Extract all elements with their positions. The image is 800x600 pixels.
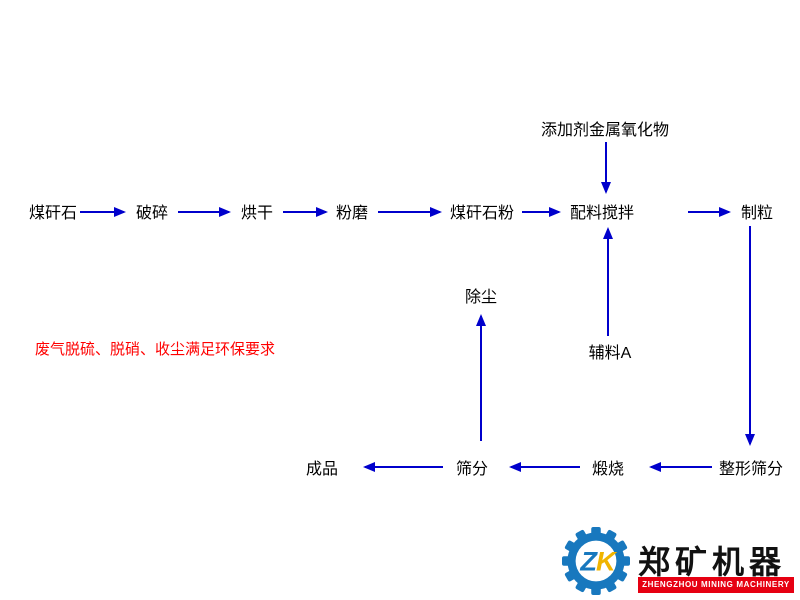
node-shaping-screening: 整形筛分 (718, 461, 784, 478)
logo-monogram-z: Z (579, 546, 598, 577)
node-dust-removal: 除尘 (464, 289, 498, 306)
company-name: 郑矿机器 (638, 544, 787, 580)
company-name-en-banner: ZHENGZHOU MINING MACHINERY (638, 577, 794, 593)
node-calcination: 煅烧 (591, 461, 625, 478)
node-drying: 烘干 (240, 205, 274, 222)
node-granulation: 制粒 (740, 205, 774, 222)
company-logo: Z K 郑矿机器 ZHENGZHOU MINING MACHINERY (560, 525, 798, 597)
node-screening: 筛分 (455, 461, 489, 478)
logo-monogram-k: K (596, 546, 618, 577)
node-mixing: 配料搅拌 (569, 205, 635, 222)
node-grinding: 粉磨 (335, 205, 369, 222)
node-coal-gangue: 煤矸石 (28, 205, 78, 222)
node-auxiliary-a: 辅料A (588, 345, 632, 362)
node-coal-gangue-powder: 煤矸石粉 (449, 205, 515, 222)
node-additive: 添加剂金属氧化物 (540, 122, 670, 139)
node-crushing: 破碎 (135, 205, 169, 222)
node-finished-product: 成品 (305, 461, 339, 478)
gear-logo-icon: Z K (562, 527, 630, 595)
environmental-note: 废气脱硫、脱硝、收尘满足环保要求 (35, 341, 276, 358)
